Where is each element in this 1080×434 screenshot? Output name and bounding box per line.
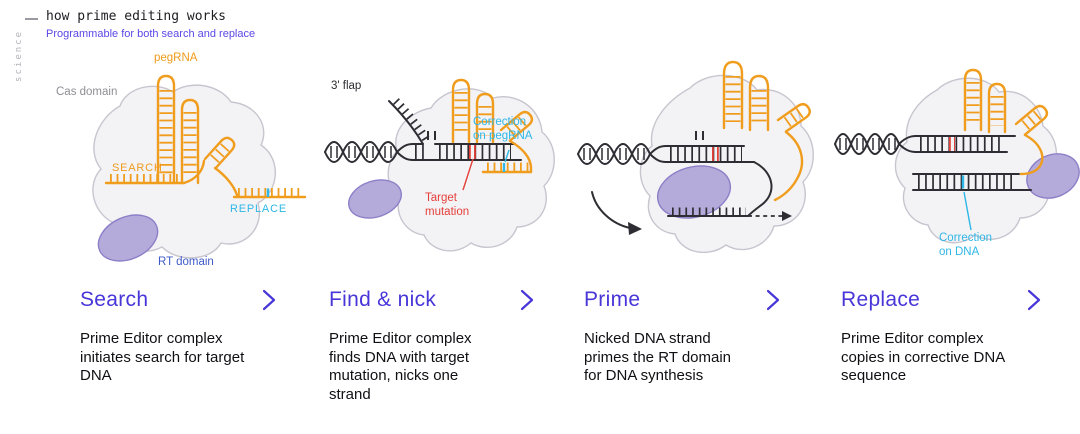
primed-strand [667, 207, 792, 221]
correction-label: Correction on pegRNA [473, 116, 533, 142]
chevron-right-icon[interactable] [1027, 288, 1041, 312]
rt-domain-label: RT domain [158, 256, 214, 268]
replace-region-label: REPLACE [230, 203, 287, 215]
page-title: how prime editing works [46, 9, 227, 24]
correction-tick [502, 149, 510, 172]
dna-duplex-original [898, 135, 1016, 153]
search-caption: Search Prime Editor complex initiates se… [80, 288, 276, 386]
panel-prime: Prime Nicked DNA strand primes the RT do… [576, 46, 816, 384]
find-nick-diagram [324, 78, 555, 252]
find-nick-illustration: 3' flap Correction on pegRNA Target muta… [323, 46, 561, 286]
pegrna-structure [104, 74, 307, 199]
prime-diagram [577, 60, 814, 254]
panel-description: Prime Editor complex initiates search fo… [80, 330, 245, 385]
panel-find-nick: 3' flap Correction on pegRNA Target muta… [323, 46, 561, 403]
replace-illustration: Correction on DNA [833, 46, 1080, 286]
header-dash [25, 18, 38, 20]
replace-diagram [834, 68, 1080, 244]
pegrna-structure [451, 78, 534, 174]
panel-description: Nicked DNA strand primes the RT domain f… [584, 330, 732, 385]
search-diagram [92, 74, 307, 262]
replace-caption: Replace Prime Editor complex copies in c… [841, 288, 1041, 386]
pegrna-label: pegRNA [154, 52, 198, 64]
panel-description: Prime Editor complex finds DNA with targ… [329, 330, 472, 403]
dna-helix [324, 141, 398, 163]
flap-label: 3' flap [331, 80, 362, 92]
correction-label: Correction on DNA [939, 232, 993, 258]
chevron-right-icon[interactable] [766, 288, 780, 312]
panel-title: Replace [841, 288, 921, 311]
page-subtitle: Programmable for both search and replace [46, 28, 256, 40]
panel-search: Cas domain pegRNA SEARCH REPLACE RT doma… [56, 46, 308, 384]
dna-helix [834, 133, 900, 155]
search-illustration: Cas domain pegRNA SEARCH REPLACE RT doma… [56, 46, 308, 286]
panel-title: Prime [584, 288, 641, 311]
cas-domain-blob [639, 74, 814, 254]
correction-pointer [963, 191, 972, 231]
prime-caption: Prime Nicked DNA strand primes the RT do… [584, 288, 780, 386]
pegrna-structure [722, 60, 811, 202]
section-label: science [14, 30, 24, 82]
cas-domain-blob [894, 77, 1058, 244]
nicked-strand-connector [747, 161, 773, 217]
chevron-right-icon[interactable] [520, 288, 534, 312]
prime-illustration [576, 46, 816, 286]
cas-domain-label: Cas domain [56, 86, 118, 98]
mutation-label: Target mutation [425, 192, 470, 218]
panel-description: Prime Editor complex copies in correctiv… [841, 330, 1005, 385]
dna-duplex-corrected [912, 173, 1032, 191]
mutation-marks [462, 145, 477, 191]
rt-domain-blob [97, 214, 159, 262]
cas-domain-blob [387, 88, 555, 252]
chevron-right-icon[interactable] [262, 288, 276, 312]
synthesis-arrowhead [782, 211, 792, 221]
search-region-label: SEARCH [112, 162, 163, 174]
panel-replace: Correction on DNA Replace Prime Editor c… [833, 46, 1080, 384]
find-nick-caption: Find & nick Prime Editor complex finds D… [329, 288, 534, 404]
flap-strand [388, 96, 436, 145]
pegrna-structure [963, 68, 1049, 176]
dna-duplex [649, 131, 755, 163]
flow-arrow [591, 191, 642, 235]
panel-title: Search [80, 288, 149, 311]
panel-title: Find & nick [329, 288, 437, 311]
rt-domain-blob [348, 179, 402, 219]
dna-helix [577, 143, 651, 165]
